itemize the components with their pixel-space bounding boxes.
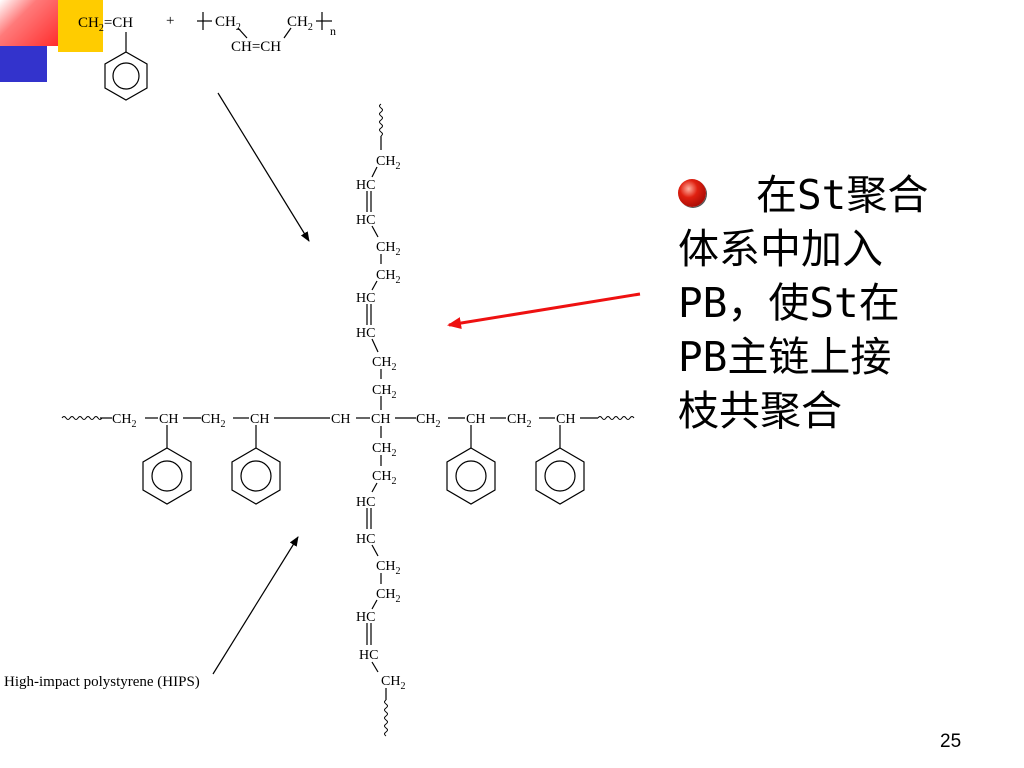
decor-blue-square [0, 46, 47, 82]
chem-group-label: CH2 [201, 412, 225, 430]
slide-text-block: 在St聚合 体系中加入 PB，使St在 PB主链上接 枝共聚合 [678, 168, 978, 438]
chem-group-label: HC [356, 532, 375, 547]
chem-group-label: CH2 [372, 355, 396, 373]
chem-group-label: CH2 [112, 412, 136, 430]
chem-group-label: CH [159, 412, 178, 427]
chem-group-label: CH2 [376, 587, 400, 605]
hips-label: High-impact polystyrene (HIPS) [4, 674, 200, 690]
chem-group-label: CH [556, 412, 575, 427]
phenyl-ring-icon [535, 447, 585, 505]
polybutadiene-repeat-unit: CH2 CH=CH CH2 n [197, 12, 336, 55]
chem-group-label: CH2 [416, 412, 440, 430]
slide-text-line: PB主链上接 [678, 333, 892, 381]
decor-red-square [0, 0, 60, 46]
pb-double-bond: CH=CH [231, 39, 281, 55]
phenyl-ring-icon [446, 447, 496, 505]
highlight-arrow [447, 292, 641, 330]
chem-group-label: CH2 [381, 674, 405, 692]
styrene-monomer: CH2=CH [78, 15, 148, 101]
chem-group-label: HC [356, 610, 375, 625]
chem-group-label: CH [466, 412, 485, 427]
graft-wavy-end-top [379, 103, 383, 137]
chem-group-label: CH2 [372, 441, 396, 459]
graft-wavy-end-bottom [384, 699, 388, 737]
decor-yellow-square [58, 0, 103, 52]
slide-text-line: 在St聚合 [678, 168, 978, 222]
slide-text-line: 体系中加入 [678, 225, 883, 273]
backbone-wavy-end-left [61, 416, 103, 420]
pb-ch2-right: CH2 [287, 14, 313, 33]
chem-group-label: HC [356, 495, 375, 510]
reaction-arrow [217, 92, 310, 242]
chem-group-label: HC [359, 648, 378, 663]
styrene-benzene-ring-icon [104, 51, 148, 101]
pb-repeat-n: n [330, 24, 336, 38]
chem-group-label: CH2 [372, 383, 396, 401]
slide-text-line: PB，使St在 [678, 279, 900, 327]
chem-group-label: CH2 [376, 154, 400, 172]
chem-group-label: CH [331, 412, 350, 427]
chem-group-label: HC [356, 178, 375, 193]
phenyl-ring-icon [142, 447, 192, 505]
hips-label-arrow [212, 536, 299, 675]
chem-group-label: CH [371, 412, 390, 427]
styrene-formula: CH2=CH [78, 15, 133, 34]
chem-group-label: CH2 [376, 559, 400, 577]
pb-ch2-left: CH2 [215, 14, 241, 33]
red-sphere-bullet-icon [678, 179, 706, 207]
polybutadiene-graft-chain [366, 103, 388, 737]
page-number: 25 [940, 731, 962, 752]
chem-group-label: HC [356, 213, 375, 228]
slide-text-line: 枝共聚合 [678, 387, 842, 435]
polystyrene-backbone [61, 416, 635, 448]
chem-group-label: CH [250, 412, 269, 427]
chem-group-label: CH2 [372, 469, 396, 487]
chem-group-label: CH2 [376, 268, 400, 286]
reaction-plus: + [166, 13, 174, 29]
phenyl-ring-icon [231, 447, 281, 505]
backbone-labels: CH2 CH CH2 CH CH CH CH2 CH CH2 CH [112, 412, 575, 430]
chem-group-label: CH2 [376, 240, 400, 258]
chem-group-label: HC [356, 326, 375, 341]
chem-group-label: CH2 [507, 412, 531, 430]
chem-group-label: HC [356, 291, 375, 306]
backbone-wavy-end-right [597, 416, 635, 420]
